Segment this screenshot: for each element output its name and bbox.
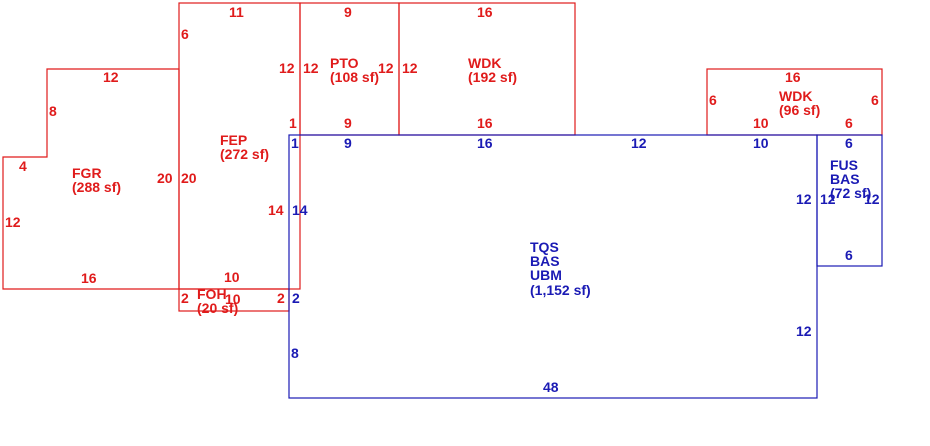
wdk-top-code: WDK (468, 55, 501, 71)
dimension-label: 16 (785, 69, 801, 85)
dimension-label: 12 (796, 323, 812, 339)
dimension-label: 48 (543, 379, 559, 395)
fgr-code: FGR (72, 165, 102, 181)
dimension-label: 16 (477, 135, 493, 151)
dimension-label: 4 (19, 158, 27, 174)
dimension-label: 12 (279, 60, 295, 76)
main-area: (1,152 sf) (530, 282, 591, 298)
dimension-label: 10 (225, 291, 241, 307)
dimension-label: 8 (49, 103, 57, 119)
fus-code-2: BAS (830, 171, 860, 187)
dimension-label: 12 (378, 60, 394, 76)
dimension-label: 16 (81, 270, 97, 286)
fep-area: (272 sf) (220, 146, 269, 162)
main-code-2: BAS (530, 253, 560, 269)
dimension-label: 2 (277, 290, 285, 306)
dimension-label: 12 (303, 60, 319, 76)
dimension-label: 9 (344, 135, 352, 151)
dimension-label: 20 (157, 170, 173, 186)
pto-area: (108 sf) (330, 69, 379, 85)
dimension-label: 10 (753, 115, 769, 131)
dimension-label: 14 (292, 202, 308, 218)
dimension-label: 12 (864, 191, 880, 207)
pto-code: PTO (330, 55, 359, 71)
dimension-label: 11 (229, 4, 244, 20)
dimension-label: 9 (344, 115, 352, 131)
dimension-label: 9 (344, 4, 352, 20)
dimension-label: 16 (477, 115, 493, 131)
dimension-label: 6 (845, 115, 853, 131)
foh-code: FOH (197, 286, 227, 302)
dimension-label: 10 (224, 269, 240, 285)
dimension-label: 14 (268, 202, 284, 218)
dimension-label: 12 (103, 69, 119, 85)
fus-code-1: FUS (830, 157, 858, 173)
dimension-label: 6 (181, 26, 189, 42)
dimension-label: 12 (402, 60, 418, 76)
dimension-label: 16 (477, 4, 493, 20)
foh-area: (20 sf) (197, 300, 238, 316)
dimension-label: 6 (871, 92, 879, 108)
dimension-label: 1 (289, 115, 297, 131)
fgr-area: (288 sf) (72, 179, 121, 195)
dimension-label: 6 (845, 247, 853, 263)
dimension-label: 20 (181, 170, 197, 186)
dimension-label: 6 (845, 135, 853, 151)
wdk-top-area: (192 sf) (468, 69, 517, 85)
dimension-label: 12 (5, 214, 21, 230)
fep-code: FEP (220, 132, 247, 148)
dimension-label: 2 (292, 290, 300, 306)
dimension-label: 6 (709, 92, 717, 108)
main-code-3: UBM (530, 267, 562, 283)
fus-outline (816, 134, 883, 267)
wdk-right-code: WDK (779, 88, 812, 104)
wdk-right-area: (96 sf) (779, 102, 820, 118)
dimension-label: 1 (291, 135, 299, 151)
dimension-label: 8 (291, 345, 299, 361)
fus-area: (72 sf) (830, 185, 871, 201)
main-code-1: TQS (530, 239, 559, 255)
dimension-label: 12 (796, 191, 812, 207)
dimension-label: 2 (181, 290, 189, 306)
dimension-label: 12 (631, 135, 647, 151)
dimension-label: 10 (753, 135, 769, 151)
dimension-label: 12 (820, 191, 836, 207)
